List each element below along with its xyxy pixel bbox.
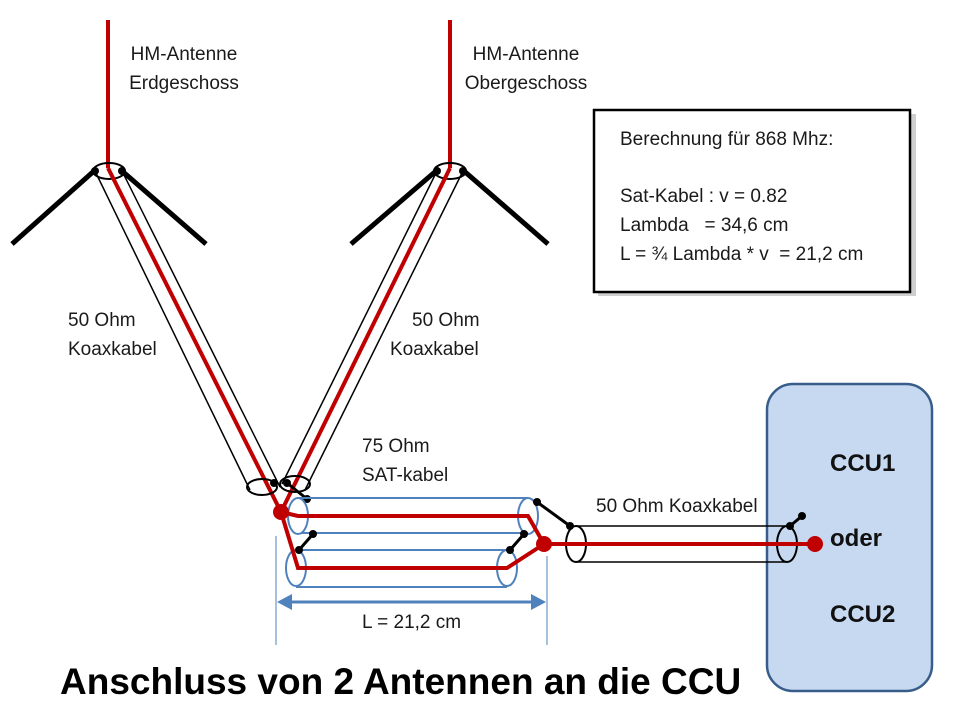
dimension-arrowhead-right	[531, 594, 546, 610]
sat-to-coax-dot-a	[533, 498, 541, 506]
ccu-label-or: oder	[830, 525, 882, 552]
antenna-ground-label-2: Erdgeschoss	[129, 73, 239, 94]
sat-cable-label-1: 75 Ohm	[362, 436, 430, 457]
coax-right-shield-outer	[281, 170, 438, 485]
cable-right-label-2: Koaxkabel	[390, 339, 479, 360]
cable-left-label-2: Koaxkabel	[68, 339, 157, 360]
sat-cable-label-2: SAT-kabel	[362, 465, 448, 486]
calc-line-3: L = ¾ Lambda * v = 21,2 cm	[620, 244, 863, 265]
antenna-ground-radial-left	[10, 169, 96, 246]
ccu-box	[765, 382, 934, 693]
antenna-upper-radial-left	[349, 169, 438, 246]
sat-shield-dot-left-a	[295, 546, 303, 554]
antenna-ground-radial-right	[120, 169, 208, 246]
sat-shield-dot-left-b	[309, 530, 317, 538]
coax-left-end-connector	[246, 478, 278, 496]
dimension-arrowhead-left	[277, 594, 292, 610]
coax-right-shield-inner	[304, 170, 464, 491]
ccu-connector-point	[807, 536, 823, 552]
junction-point-antennas	[273, 504, 289, 520]
coax-out-label: 50 Ohm Koaxkabel	[596, 496, 758, 517]
coax-right-end-connector	[279, 475, 311, 493]
coax-cable-to-ccu	[544, 512, 815, 563]
coax-cable-right	[279, 167, 464, 513]
coax-right-conductor	[279, 167, 452, 513]
length-label: L = 21,2 cm	[362, 612, 461, 633]
sat-shield-dot-right-b	[520, 530, 528, 538]
coax-ccu-dot-b	[798, 512, 806, 520]
antenna-ground-floor	[10, 20, 208, 246]
junction-shield-link	[286, 481, 308, 501]
calc-line-2: Lambda = 34,6 cm	[620, 215, 788, 236]
antenna-upper-label-1: HM-Antenne	[473, 44, 580, 65]
junction-dot-1	[270, 479, 278, 487]
cable-right-label-1: 50 Ohm	[412, 310, 480, 331]
sat-shield-dot-right-a	[506, 546, 514, 554]
calc-box	[592, 108, 912, 294]
antenna-upper-floor	[349, 20, 550, 246]
coax-left-shield-inner	[121, 170, 281, 488]
coax-left-shield-outer	[94, 170, 251, 491]
sat-conductor-upper	[280, 510, 546, 545]
sat-conductor-lower	[279, 511, 546, 570]
antenna-ground-label-1: HM-Antenne	[131, 44, 238, 65]
antenna-upper-radial-right	[462, 169, 550, 246]
cable-left-label-1: 50 Ohm	[68, 310, 136, 331]
ccu-label-1: CCU1	[830, 450, 895, 477]
diagram-title: Anschluss von 2 Antennen an die CCU	[60, 661, 741, 702]
calc-line-1: Sat-Kabel : v = 0.82	[620, 186, 787, 207]
coax-ccu-dot-a	[786, 522, 794, 530]
calc-heading: Berechnung für 868 Mhz:	[620, 129, 833, 150]
ccu-label-2: CCU2	[830, 601, 895, 628]
antenna-upper-label-2: Obergeschoss	[465, 73, 588, 94]
coax-left-conductor	[106, 167, 283, 513]
sat-to-coax-shield-link	[536, 500, 571, 528]
coax-cable-left	[94, 167, 283, 513]
